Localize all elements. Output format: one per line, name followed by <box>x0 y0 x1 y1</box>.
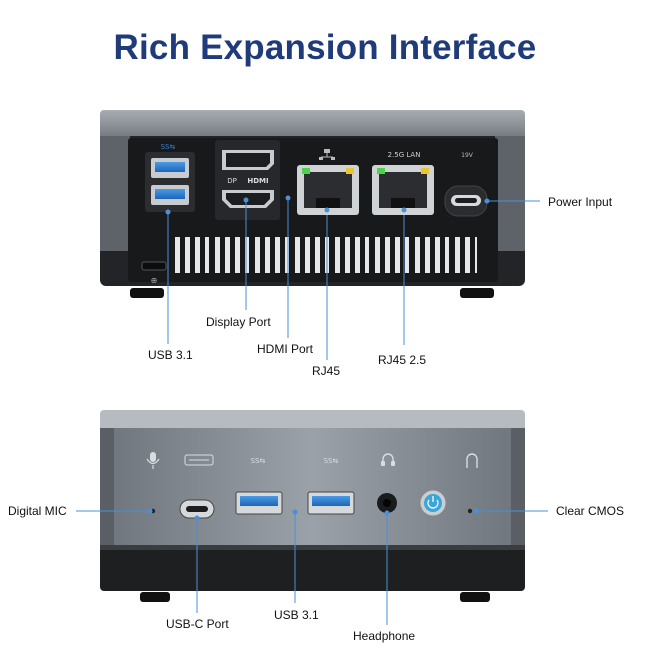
clear-cmos-label: Clear CMOS <box>556 504 625 518</box>
headphone-icon <box>381 453 395 466</box>
power-button-icon <box>419 489 447 517</box>
microphone-icon <box>146 452 160 469</box>
hdmi-port-label: HDMI Port <box>257 342 314 356</box>
headphone-jack <box>377 493 397 513</box>
rear-usb31-label: USB 3.1 <box>148 348 193 362</box>
front-usb-a-port-1 <box>235 491 283 515</box>
front-usb31-label: USB 3.1 <box>274 608 319 622</box>
front-leader-lines <box>76 508 548 625</box>
usb-c-port-label: USB-C Port <box>166 617 229 631</box>
power-input-label: Power Input <box>548 195 613 209</box>
headphone-label: Headphone <box>353 629 416 643</box>
usb-c-marking-icon <box>184 454 214 466</box>
svg-text:⊕: ⊕ <box>151 276 158 285</box>
cmos-icon <box>466 453 478 468</box>
lan-25g-marking: 2.5G LAN <box>388 151 421 159</box>
front-usb-ss-label-2: SS⇆ <box>324 457 339 465</box>
front-usb-ss-label-1: SS⇆ <box>251 457 266 465</box>
digital-mic-label: Digital MIC <box>8 504 67 518</box>
lock-slot: ⊕ <box>141 261 167 285</box>
front-usb-a-port-2 <box>307 491 355 515</box>
rear-leader-lines <box>165 195 540 360</box>
power-rating-marking: 19V <box>461 152 474 159</box>
front-usb-c-port <box>179 499 215 519</box>
rj45-25-label: RJ45 2.5 <box>378 353 427 367</box>
dp-marking: DP <box>227 177 237 185</box>
page-title: Rich Expansion Interface <box>113 28 537 67</box>
display-port-label: Display Port <box>206 315 271 329</box>
front-chassis <box>100 410 525 602</box>
rear-usb-ports <box>145 152 195 212</box>
clear-cmos-hole <box>467 508 473 514</box>
hdmi-marking: HDMI <box>247 177 268 185</box>
network-icon <box>319 149 335 160</box>
rj45-label: RJ45 <box>312 364 341 378</box>
power-input-port <box>444 185 488 217</box>
rear-usb-ss-label: SS⇆ <box>161 143 176 151</box>
rj45-25g-port <box>372 165 434 215</box>
video-ports <box>215 140 280 220</box>
rj45-port <box>297 165 359 215</box>
